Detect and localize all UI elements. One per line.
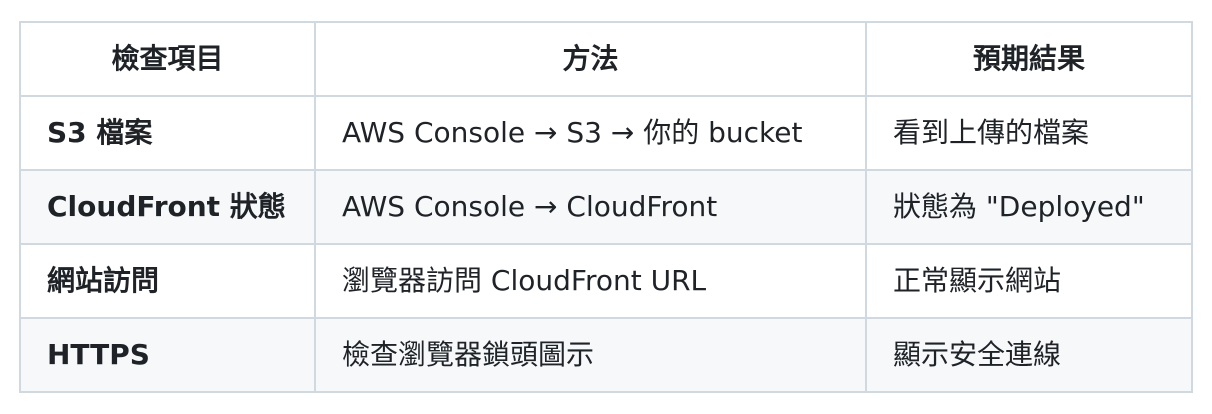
cell-method: AWS Console → S3 → 你的 bucket [314, 95, 867, 171]
cell-check-item: 網站訪問 [19, 243, 316, 319]
cell-expected-result: 顯示安全連線 [865, 317, 1193, 393]
header-expected-result: 預期結果 [865, 21, 1193, 97]
cell-method: AWS Console → CloudFront [314, 169, 867, 245]
table-row: HTTPS 檢查瀏覽器鎖頭圖示 顯示安全連線 [19, 317, 1193, 393]
cell-method: 瀏覽器訪問 CloudFront URL [314, 243, 867, 319]
header-method: 方法 [314, 21, 867, 97]
cell-check-item: S3 檔案 [19, 95, 316, 171]
table-row: CloudFront 狀態 AWS Console → CloudFront 狀… [19, 169, 1193, 245]
table-body: S3 檔案 AWS Console → S3 → 你的 bucket 看到上傳的… [19, 95, 1193, 393]
cell-expected-result: 狀態為 "Deployed" [865, 169, 1193, 245]
cell-expected-result: 正常顯示網站 [865, 243, 1193, 319]
verification-table-container: 檢查項目 方法 預期結果 S3 檔案 AWS Console → S3 → 你的… [19, 21, 1193, 393]
table-row: 網站訪問 瀏覽器訪問 CloudFront URL 正常顯示網站 [19, 243, 1193, 319]
verification-table: 檢查項目 方法 預期結果 S3 檔案 AWS Console → S3 → 你的… [19, 21, 1193, 393]
header-row: 檢查項目 方法 預期結果 [19, 21, 1193, 97]
table-row: S3 檔案 AWS Console → S3 → 你的 bucket 看到上傳的… [19, 95, 1193, 171]
cell-check-item: HTTPS [19, 317, 316, 393]
header-check-item: 檢查項目 [19, 21, 316, 97]
cell-expected-result: 看到上傳的檔案 [865, 95, 1193, 171]
cell-method: 檢查瀏覽器鎖頭圖示 [314, 317, 867, 393]
cell-check-item: CloudFront 狀態 [19, 169, 316, 245]
table-header: 檢查項目 方法 預期結果 [19, 21, 1193, 97]
